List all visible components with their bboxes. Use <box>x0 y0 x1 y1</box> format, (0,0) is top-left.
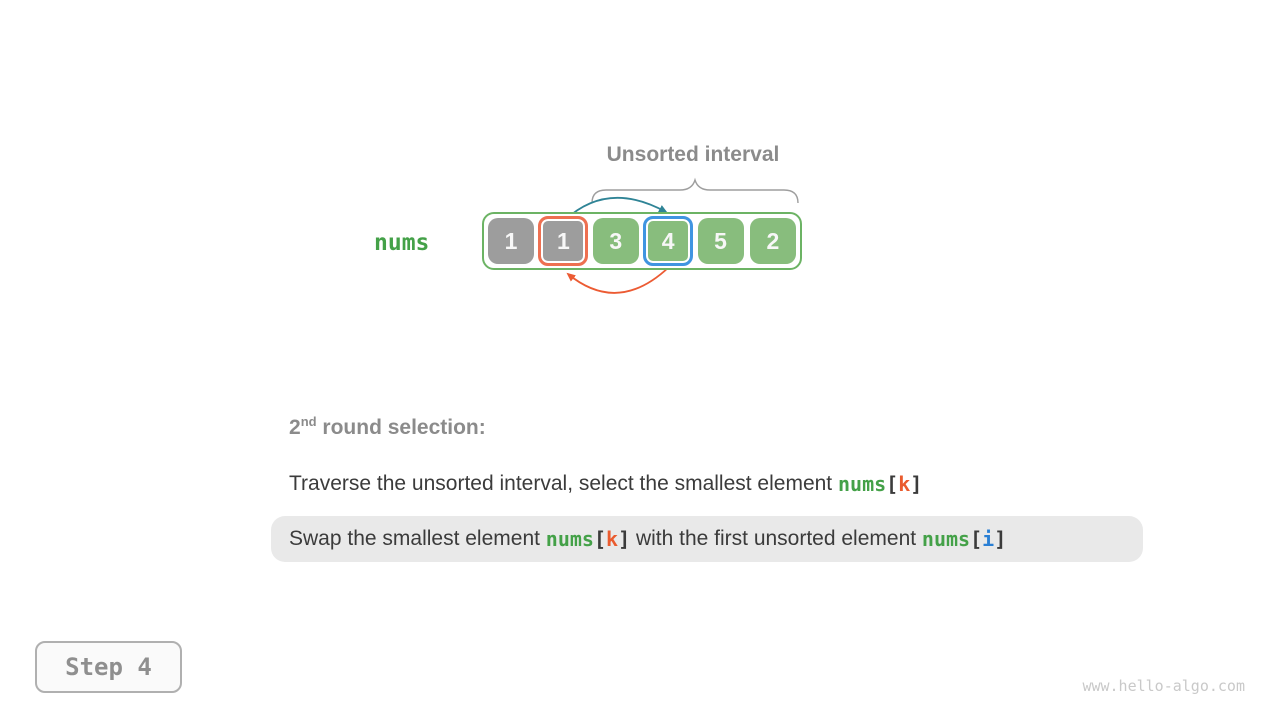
caption-swap-step-highlighted: Swap the smallest element nums[k] with t… <box>271 516 1143 562</box>
code-array-name: nums <box>921 527 971 551</box>
index-k: k <box>898 472 911 496</box>
unsorted-interval-brace <box>591 177 799 204</box>
index-k: k <box>606 527 619 551</box>
round-heading-text: round selection: <box>316 416 486 439</box>
array-cell: 3 <box>592 218 639 264</box>
code-array-name: nums <box>837 472 887 496</box>
index-i: i <box>982 527 995 551</box>
open-bracket: [ <box>970 527 983 551</box>
close-bracket: ] <box>618 527 631 551</box>
unsorted-interval-label: Unsorted interval <box>606 143 780 166</box>
round-heading: 2nd round selection: <box>289 414 486 440</box>
array-cell: 5 <box>697 218 744 264</box>
cell-value: 2 <box>766 227 780 254</box>
round-number: 2 <box>289 416 301 439</box>
cell-value: 3 <box>609 227 623 254</box>
array-cell: 2 <box>749 218 796 264</box>
caption-text: with the first unsorted element <box>630 527 922 550</box>
caption-text: Traverse the unsorted interval, select t… <box>289 472 838 495</box>
cell-value: 1 <box>504 227 518 254</box>
cell-value: 4 <box>661 227 675 254</box>
array-cell: 1 <box>538 216 589 266</box>
cell-value: 1 <box>556 227 570 254</box>
array-name-label: nums <box>374 230 430 256</box>
step-badge: Step 4 <box>35 641 182 693</box>
round-ordinal: nd <box>300 414 317 429</box>
open-bracket: [ <box>886 472 899 496</box>
array-cell: 1 <box>488 218 534 264</box>
caption-select-step: Traverse the unsorted interval, select t… <box>289 469 922 499</box>
watermark: www.hello-algo.com <box>1082 677 1245 695</box>
code-token-nums-k: nums[k] <box>546 527 630 551</box>
caption-text: Swap the smallest element <box>289 527 546 550</box>
close-bracket: ] <box>994 527 1007 551</box>
open-bracket: [ <box>593 527 607 551</box>
cell-value: 5 <box>714 227 727 254</box>
close-bracket: ] <box>910 472 923 496</box>
array-cell: 4 <box>643 216 694 266</box>
code-array-name: nums <box>545 527 594 551</box>
array-container: 1 1 3 4 5 2 <box>482 212 802 270</box>
swap-arrow-back <box>566 266 670 294</box>
code-token-nums-i: nums[i] <box>922 527 1006 551</box>
code-token-nums-k: nums[k] <box>838 472 922 496</box>
